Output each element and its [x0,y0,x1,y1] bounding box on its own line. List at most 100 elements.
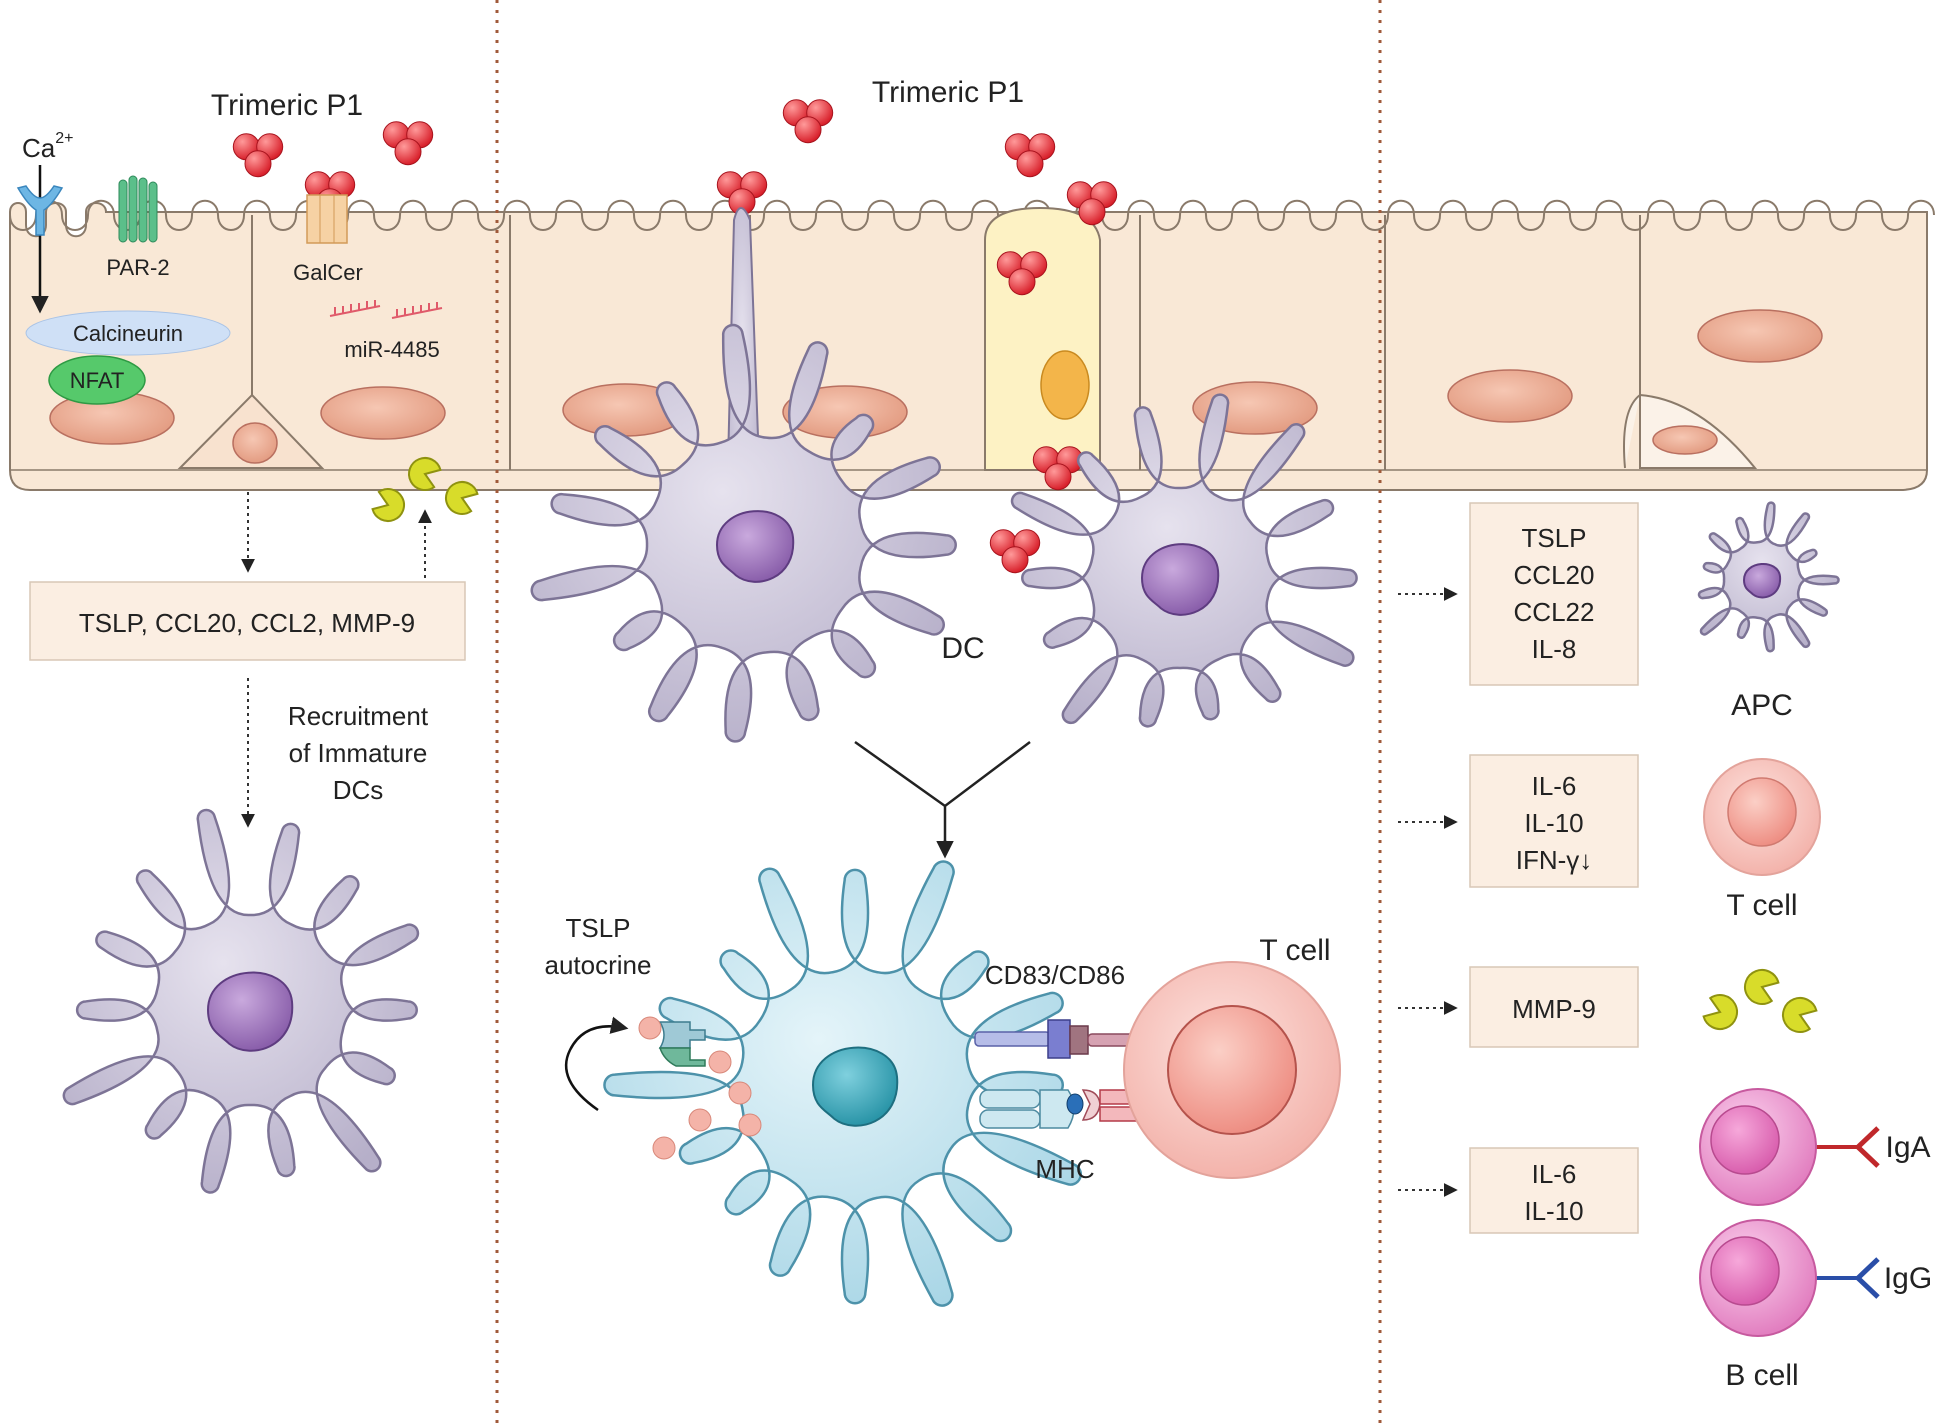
tslp-dot [728,1081,752,1105]
bcell-label: B cell [1725,1359,1798,1392]
mmp9-molecules-right [1702,969,1818,1033]
p1-trimer-icon [716,171,768,216]
mhc-label: MHC [1035,1154,1094,1184]
right-box-2-line-1: IL-6 [1532,771,1577,801]
m-cell-nucleus [1040,350,1090,420]
nucleus [1652,425,1718,455]
secreted-factors-text: TSLP, CCL20, CCL2, MMP-9 [79,608,415,638]
p1-trimer-icon [782,99,834,144]
mature-dc-cell [603,860,1082,1307]
right-box-1-line-1: TSLP [1521,523,1586,553]
mmp9-icon [1782,997,1818,1033]
tcell-right-nucleus [1727,777,1797,847]
nfat-oval [48,355,146,405]
right-box-2-line-2: IL-10 [1524,808,1583,838]
igg-label: IgG [1884,1262,1932,1295]
nucleus [232,422,278,464]
mmp9-icon [445,481,479,515]
dc-nucleus [1742,562,1782,599]
right-box-2-line-3: IFN-γ↓ [1516,845,1593,875]
dc-nucleus [206,971,294,1052]
mirna-label: miR-4485 [344,337,439,362]
recruitment-line-1: Recruitment [288,701,429,731]
dc-label: DC [941,632,984,665]
galcer-label: GalCer [293,260,363,285]
tslp-dot [652,1136,676,1160]
mirna-icon [329,300,443,319]
left-panel: Trimeric P1 Ca2+ PAR-2 GalCer Calcineuri… [16,89,479,1194]
p1-trimers [232,99,1118,574]
costim-label: CD83/CD86 [985,960,1125,990]
recruitment-line-2: of Immature [289,738,428,768]
right-box-1-line-2: CCL20 [1514,560,1595,590]
p1-trimer-icon [996,251,1048,296]
epithelial-nuclei [49,309,1823,445]
mmp9-molecules [371,457,479,522]
nucleus [1447,369,1573,423]
nfat-label: NFAT [70,368,125,393]
calcium-channel-icon [16,185,64,236]
mmp9-icon [1744,969,1780,1005]
calcineurin-label: Calcineurin [73,321,183,346]
nucleus [1697,309,1823,363]
tslp-molecules [638,1016,762,1160]
mmp9-icon [1702,994,1738,1030]
p1-trimer-icon [1032,446,1084,491]
bcell-iga [1699,1088,1880,1206]
immature-dc-cell [62,808,420,1194]
tcell-middle-nucleus [1167,1005,1297,1135]
recruitment-line-3: DCs [333,775,384,805]
tslp-autocrine-line-1: TSLP [565,913,630,943]
right-box-4-line-1: IL-6 [1532,1159,1577,1189]
galcer-receptor-icon [306,194,348,244]
middle-panel: Trimeric P1 DC TSLP autocrine CD83/CD86 [530,76,1358,1307]
left-title: Trimeric P1 [211,89,363,122]
tcell-right-label: T cell [1726,889,1797,922]
ca-ion-label: Ca2+ [22,130,74,163]
dendritic-cell-1 [530,323,957,743]
par2-label: PAR-2 [106,255,169,280]
secreted-factors-box [29,581,466,661]
mmp9-icon [371,488,405,522]
right-box-3-line-1: MMP-9 [1512,994,1596,1024]
right-box-1-line-4: IL-8 [1532,634,1577,664]
dc-nucleus [811,1046,899,1127]
tcell-middle-label: T cell [1259,934,1330,967]
p1-trimer-icon [1066,181,1118,226]
right-box-3 [1469,966,1639,1048]
p1-trimer-icon [1004,133,1056,178]
apc-label: APC [1731,689,1793,722]
right-box-4 [1469,1147,1639,1234]
right-panel: TSLP CCL20 CCL22 IL-8 APC IL-6 IL-10 IFN… [1398,501,1932,1392]
par2-receptor-icon [118,175,158,243]
middle-title: Trimeric P1 [872,76,1024,109]
tslp-receptor-icon [658,1021,706,1067]
right-box-4-line-2: IL-10 [1524,1196,1583,1226]
dendritic-cell-2 [1010,393,1358,728]
mmp9-icon [408,457,442,491]
right-box-1-line-3: CCL22 [1514,597,1595,627]
apc-cell [1697,501,1840,653]
epithelium-layer [9,199,1935,491]
calcineurin-oval [25,310,231,356]
dc-nucleus [1140,543,1220,616]
tslp-autocrine-line-2: autocrine [545,950,652,980]
bcell-igg [1699,1219,1880,1337]
m-cell [984,206,1101,471]
dc-nucleus [715,510,795,583]
p1-trimer-icon [232,133,284,178]
tslp-dot [688,1108,712,1132]
nucleus [320,386,446,440]
iga-label: IgA [1885,1131,1930,1164]
tslp-dot [638,1016,662,1040]
tslp-dot [708,1050,732,1074]
right-box-1 [1469,502,1639,686]
right-box-2 [1469,754,1639,888]
tslp-dot [738,1113,762,1137]
autocrine-arrow [564,1016,629,1112]
convergence-lines [854,740,1031,852]
p1-trimer-icon [382,121,434,166]
mhc-tcr-complex-icon [979,1089,1149,1129]
epithelium-strip [9,202,1928,491]
